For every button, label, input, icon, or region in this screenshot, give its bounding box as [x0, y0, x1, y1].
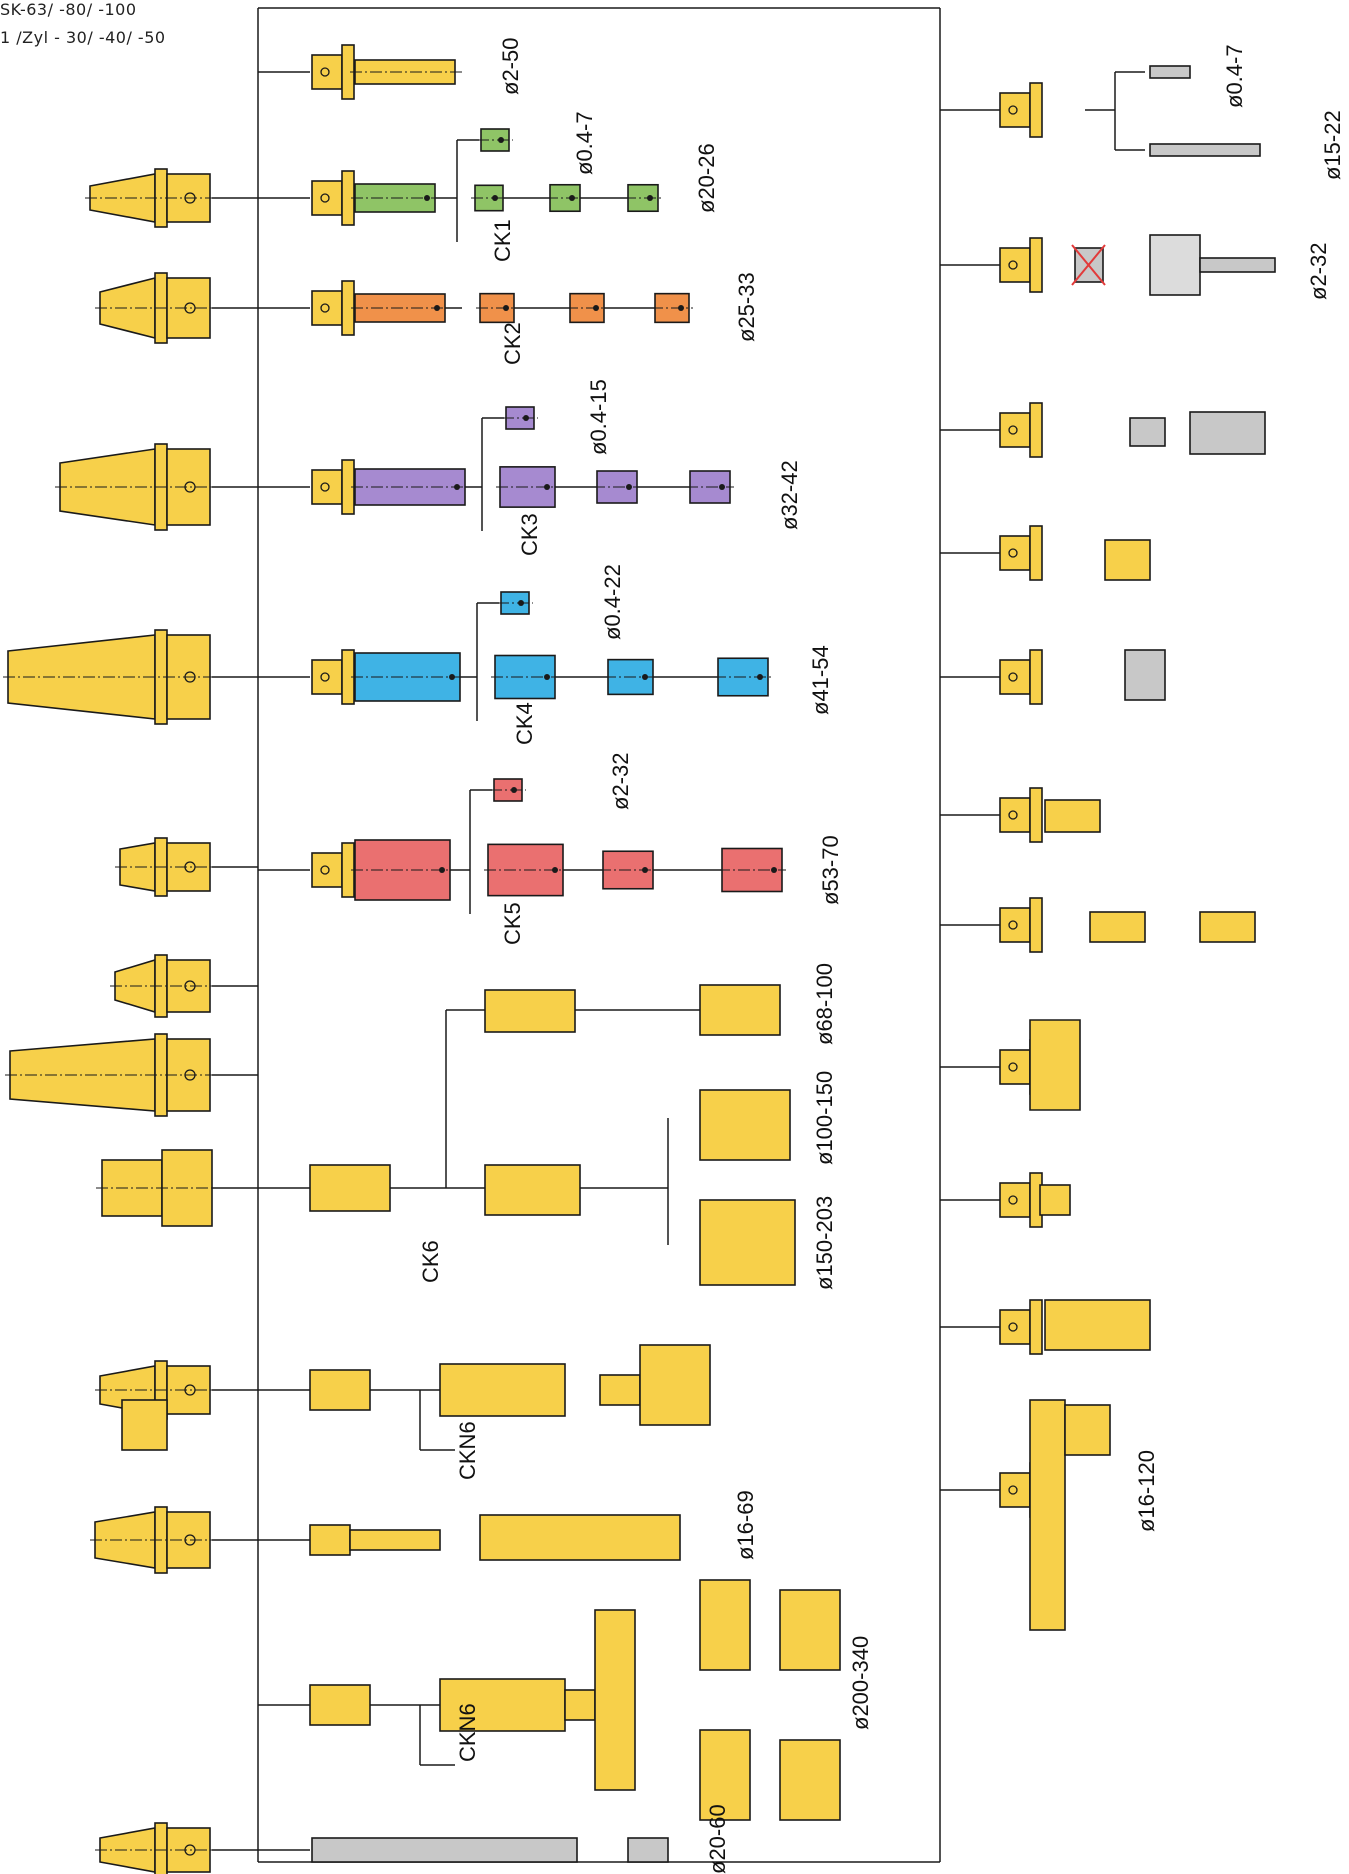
right-holder-3-body — [1000, 413, 1030, 447]
right-holder-9-body — [1000, 1183, 1030, 1217]
ck6-cutter-68-100 — [700, 985, 780, 1035]
label-ck2: CK2 — [500, 322, 526, 365]
label-d53-70: ø53-70 — [818, 835, 844, 905]
right-row4-nut — [1105, 540, 1150, 580]
label-ck6: CK6 — [418, 1240, 444, 1283]
label-d0-4-15: ø0.4-15 — [586, 379, 612, 455]
holder-col2-row2-body — [312, 291, 342, 325]
label-d2-32-ck5: ø2-32 — [608, 753, 634, 810]
label-d0-4-22: ø0.4-22 — [600, 564, 626, 640]
label-d100-150: ø100-150 — [812, 1071, 838, 1165]
drill-body-long — [480, 1515, 680, 1560]
right-row2-holder-body — [1000, 248, 1030, 282]
holder-col2-row4-body — [312, 660, 342, 694]
right-row2-holder-flange — [1030, 238, 1042, 292]
right-holder-6-flange — [1030, 788, 1042, 842]
right-row2-boring-bar — [1200, 258, 1275, 272]
label-ck1: CK1 — [490, 219, 516, 262]
holder-col2-row5-body — [312, 853, 342, 887]
right-holder-4-flange — [1030, 526, 1042, 580]
right-holder-5-flange — [1030, 650, 1042, 704]
label-d20-60: ø20-60 — [705, 1804, 731, 1874]
ckn6-first-shank — [600, 1375, 640, 1405]
holder-col2-row1-body — [312, 181, 342, 215]
right-holder-6-body — [1000, 798, 1030, 832]
label-right-d0-4-7: ø0.4-7 — [1222, 44, 1248, 108]
right-row10-extension — [1045, 1300, 1150, 1350]
holder-row11-extra — [122, 1400, 167, 1450]
label-right-d15-22: ø15-22 — [1320, 110, 1346, 180]
right-row11-block — [1065, 1405, 1110, 1455]
right-row7-c — [1200, 912, 1255, 942]
right-collet-a — [1130, 418, 1165, 446]
right-holder-11-body — [1000, 1473, 1030, 1507]
ck6-head-top — [485, 990, 575, 1032]
ck6-head-mid — [485, 1165, 580, 1215]
label-right-d2-32: ø2-32 — [1306, 243, 1332, 300]
right-row8-cutter — [1030, 1020, 1080, 1110]
right-holder-7-flange — [1030, 898, 1042, 952]
right-collet-b — [1190, 412, 1265, 454]
right-row9-head — [1040, 1185, 1070, 1215]
right-row2-boring-head — [1150, 235, 1200, 295]
right-row1-holder-body — [1000, 93, 1030, 127]
right-row5-face-mill — [1125, 650, 1165, 700]
label-d68-100: ø68-100 — [812, 963, 838, 1045]
holder-col2-row3-body — [312, 470, 342, 504]
ckn6-first-adapter — [310, 1370, 370, 1410]
drill-body-short — [350, 1530, 440, 1550]
label-right-d16-120: ø16-120 — [1134, 1450, 1160, 1532]
holder-col2-row0-body — [312, 55, 342, 89]
label-ckn6-first: CKN6 — [455, 1421, 481, 1480]
ck6-cutter-150-203 — [700, 1200, 795, 1285]
right-holder-10-flange — [1030, 1300, 1042, 1354]
tool-components — [3, 45, 1275, 1874]
right-row6-chuck — [1045, 800, 1100, 832]
ckn6-second-cutter-d — [780, 1740, 840, 1820]
ckn6-second-disk — [595, 1610, 635, 1790]
drill-adapter — [310, 1525, 350, 1555]
label-d41-54: ø41-54 — [808, 645, 834, 715]
label-ckn6-second: CKN6 — [455, 1703, 481, 1762]
ckn6-first-cutter — [640, 1345, 710, 1425]
right-holder-4-body — [1000, 536, 1030, 570]
label-d200-340: ø200-340 — [848, 1636, 874, 1730]
label-d16-69: ø16-69 — [733, 1490, 759, 1560]
ck6-cutter-100-150 — [700, 1090, 790, 1160]
label-d20-26: ø20-26 — [694, 143, 720, 213]
label-ck3: CK3 — [517, 513, 543, 556]
ckn6-second-cutter-a — [700, 1580, 750, 1670]
right-row11-arm — [1030, 1400, 1065, 1630]
label-ck4: CK4 — [512, 702, 538, 745]
ckn6-first-plate — [440, 1364, 565, 1416]
ckn6-second-cutter-b — [780, 1590, 840, 1670]
label-d0-4-7-ck1: ø0.4-7 — [572, 111, 598, 175]
label-d25-33: ø25-33 — [734, 272, 760, 342]
right-row1-holder-flange — [1030, 83, 1042, 137]
right-holder-3-flange — [1030, 403, 1042, 457]
right-row1-long-tool — [1150, 144, 1260, 156]
right-row7-b — [1090, 912, 1145, 942]
label-d150-203: ø150-203 — [812, 1196, 838, 1290]
label-d32-42: ø32-42 — [777, 460, 803, 530]
label-d2-50: ø2-50 — [498, 38, 524, 95]
ck6-base — [310, 1165, 390, 1211]
ckn6-second-adapter — [310, 1685, 370, 1725]
right-holder-10-body — [1000, 1310, 1030, 1344]
right-holder-8-body — [1000, 1050, 1030, 1084]
grey-small-head — [628, 1838, 668, 1862]
right-holder-5-body — [1000, 660, 1030, 694]
ckn6-second-shank — [565, 1690, 595, 1720]
grey-extension-bar — [312, 1838, 577, 1862]
taper-row14-flange — [155, 1823, 167, 1874]
right-row1-small-tool — [1150, 66, 1190, 78]
label-ck5: CK5 — [500, 902, 526, 945]
right-holder-7-body — [1000, 908, 1030, 942]
